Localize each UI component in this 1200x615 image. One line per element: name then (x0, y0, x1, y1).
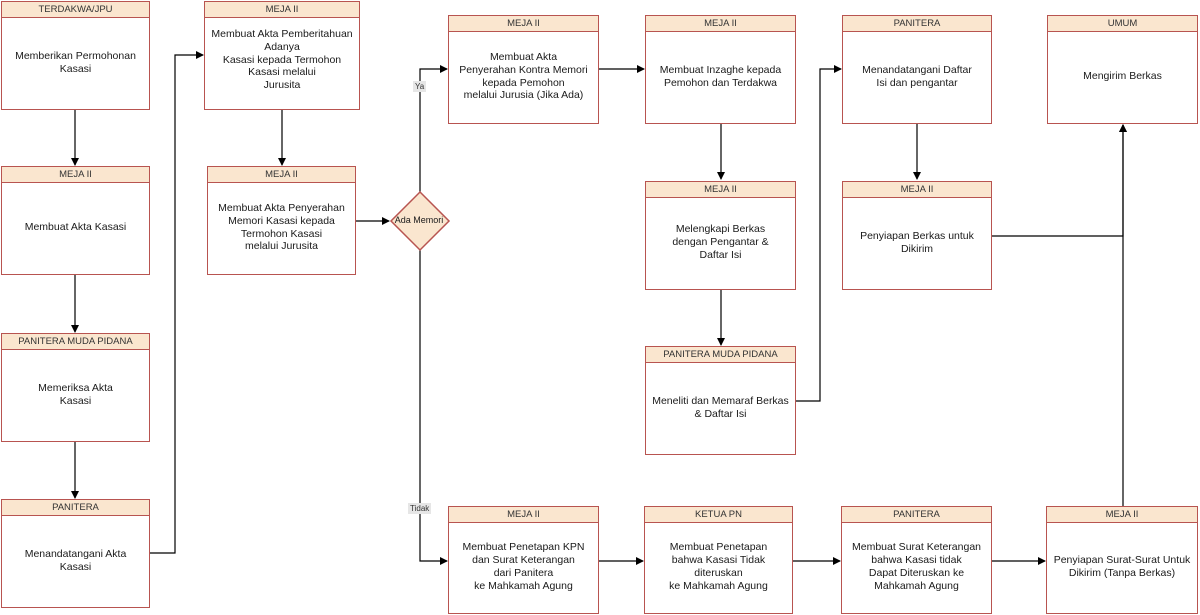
box-text: Penyiapan Berkas untuk Dikirim (860, 229, 974, 255)
box-panitera-daftar-isi: PANITERA Menandatangani Daftar Isi dan p… (842, 15, 992, 124)
box-header: MEJA II (1047, 507, 1197, 523)
box-text: Memberikan Permohonan Kasasi (15, 49, 136, 75)
box-header: PANITERA (2, 500, 149, 516)
decision-label: Ada Memori (394, 215, 444, 225)
edge-decision-yes (419, 65, 448, 192)
box-text: Penyiapan Surat-Surat Untuk Dikirim (Tan… (1053, 554, 1191, 579)
box-text: Membuat Akta Penyerahan Kontra Memori ke… (459, 50, 588, 102)
box-text: Melengkapi Berkas dengan Pengantar & Daf… (672, 223, 769, 261)
box-header: MEJA II (449, 16, 598, 32)
box-panitera-surat-keterangan: PANITERA Membuat Surat Keterangan bahwa … (841, 506, 992, 614)
box-text: Membuat Penetapan KPN dan Surat Keterang… (462, 541, 585, 592)
box-text: Memeriksa Akta Kasasi (38, 381, 113, 407)
box-meja2-penyerahan-memori: MEJA II Membuat Akta Penyerahan Memori K… (207, 166, 356, 275)
box-meja2-surat-surat: MEJA II Penyiapan Surat-Surat Untuk Diki… (1046, 506, 1198, 614)
box-panitera-tanda-akta: PANITERA Menandatangani Akta Kasasi (1, 499, 150, 608)
box-text: Membuat Akta Kasasi (24, 221, 127, 234)
box-header: KETUA PN (645, 507, 792, 523)
box-panitera-muda-meneliti: PANITERA MUDA PIDANA Meneliti dan Memara… (645, 346, 796, 455)
edge-meneliti-to-daftar (796, 65, 842, 402)
box-text: Meneliti dan Memaraf Berkas & Daftar Isi (652, 394, 789, 420)
box-text: Mengirim Berkas (1083, 70, 1162, 83)
box-meja2-melengkapi: MEJA II Melengkapi Berkas dengan Pengant… (645, 181, 796, 290)
box-header: TERDAKWA/JPU (2, 2, 149, 18)
box-meja2-kontra-memori: MEJA II Membuat Akta Penyerahan Kontra M… (448, 15, 599, 124)
edge-label-no: Tidak (408, 503, 432, 514)
edge-penyiapan-to-umum (992, 124, 1127, 237)
box-panitera-muda-memeriksa: PANITERA MUDA PIDANA Memeriksa Akta Kasa… (1, 333, 150, 442)
box-header: MEJA II (205, 2, 359, 18)
box-text: Membuat Penetapan bahwa Kasasi Tidak dit… (669, 541, 768, 592)
box-terdakwa-permohonan: TERDAKWA/JPU Memberikan Permohonan Kasas… (1, 1, 150, 110)
box-header: MEJA II (2, 167, 149, 183)
box-meja2-inzaghe: MEJA II Membuat Inzaghe kepada Pemohon d… (645, 15, 796, 124)
box-umum-mengirim: UMUM Mengirim Berkas (1047, 15, 1198, 124)
box-text: Membuat Akta Pemberitahuan Adanya Kasasi… (211, 28, 353, 92)
box-text: Membuat Surat Keterangan bahwa Kasasi ti… (852, 541, 981, 592)
box-header: MEJA II (449, 507, 598, 523)
edge-panitera-to-pemberitahuan (150, 51, 204, 554)
edge-decision-no (419, 250, 448, 565)
decision-diamond (389, 190, 451, 252)
box-text: Menandatangani Akta Kasasi (24, 547, 127, 573)
box-text: Menandatangani Daftar Isi dan pengantar (862, 63, 972, 89)
box-ketua-pn: KETUA PN Membuat Penetapan bahwa Kasasi … (644, 506, 793, 614)
box-meja2-penetapan-kpn: MEJA II Membuat Penetapan KPN dan Surat … (448, 506, 599, 614)
box-meja2-penyiapan-berkas: MEJA II Penyiapan Berkas untuk Dikirim (842, 181, 992, 290)
box-meja2-pemberitahuan: MEJA II Membuat Akta Pemberitahuan Adany… (204, 1, 360, 110)
box-meja2-akta-kasasi: MEJA II Membuat Akta Kasasi (1, 166, 150, 275)
box-header: MEJA II (843, 182, 991, 198)
box-header: PANITERA (842, 507, 991, 523)
box-header: PANITERA (843, 16, 991, 32)
box-header: MEJA II (646, 182, 795, 198)
box-header: MEJA II (208, 167, 355, 183)
box-header: PANITERA MUDA PIDANA (2, 334, 149, 350)
box-header: MEJA II (646, 16, 795, 32)
edge-label-yes: Ya (413, 81, 427, 92)
box-text: Membuat Inzaghe kepada Pemohon dan Terda… (659, 63, 782, 89)
box-header: PANITERA MUDA PIDANA (646, 347, 795, 363)
box-header: UMUM (1048, 16, 1197, 32)
box-text: Membuat Akta Penyerahan Memori Kasasi ke… (218, 201, 345, 253)
